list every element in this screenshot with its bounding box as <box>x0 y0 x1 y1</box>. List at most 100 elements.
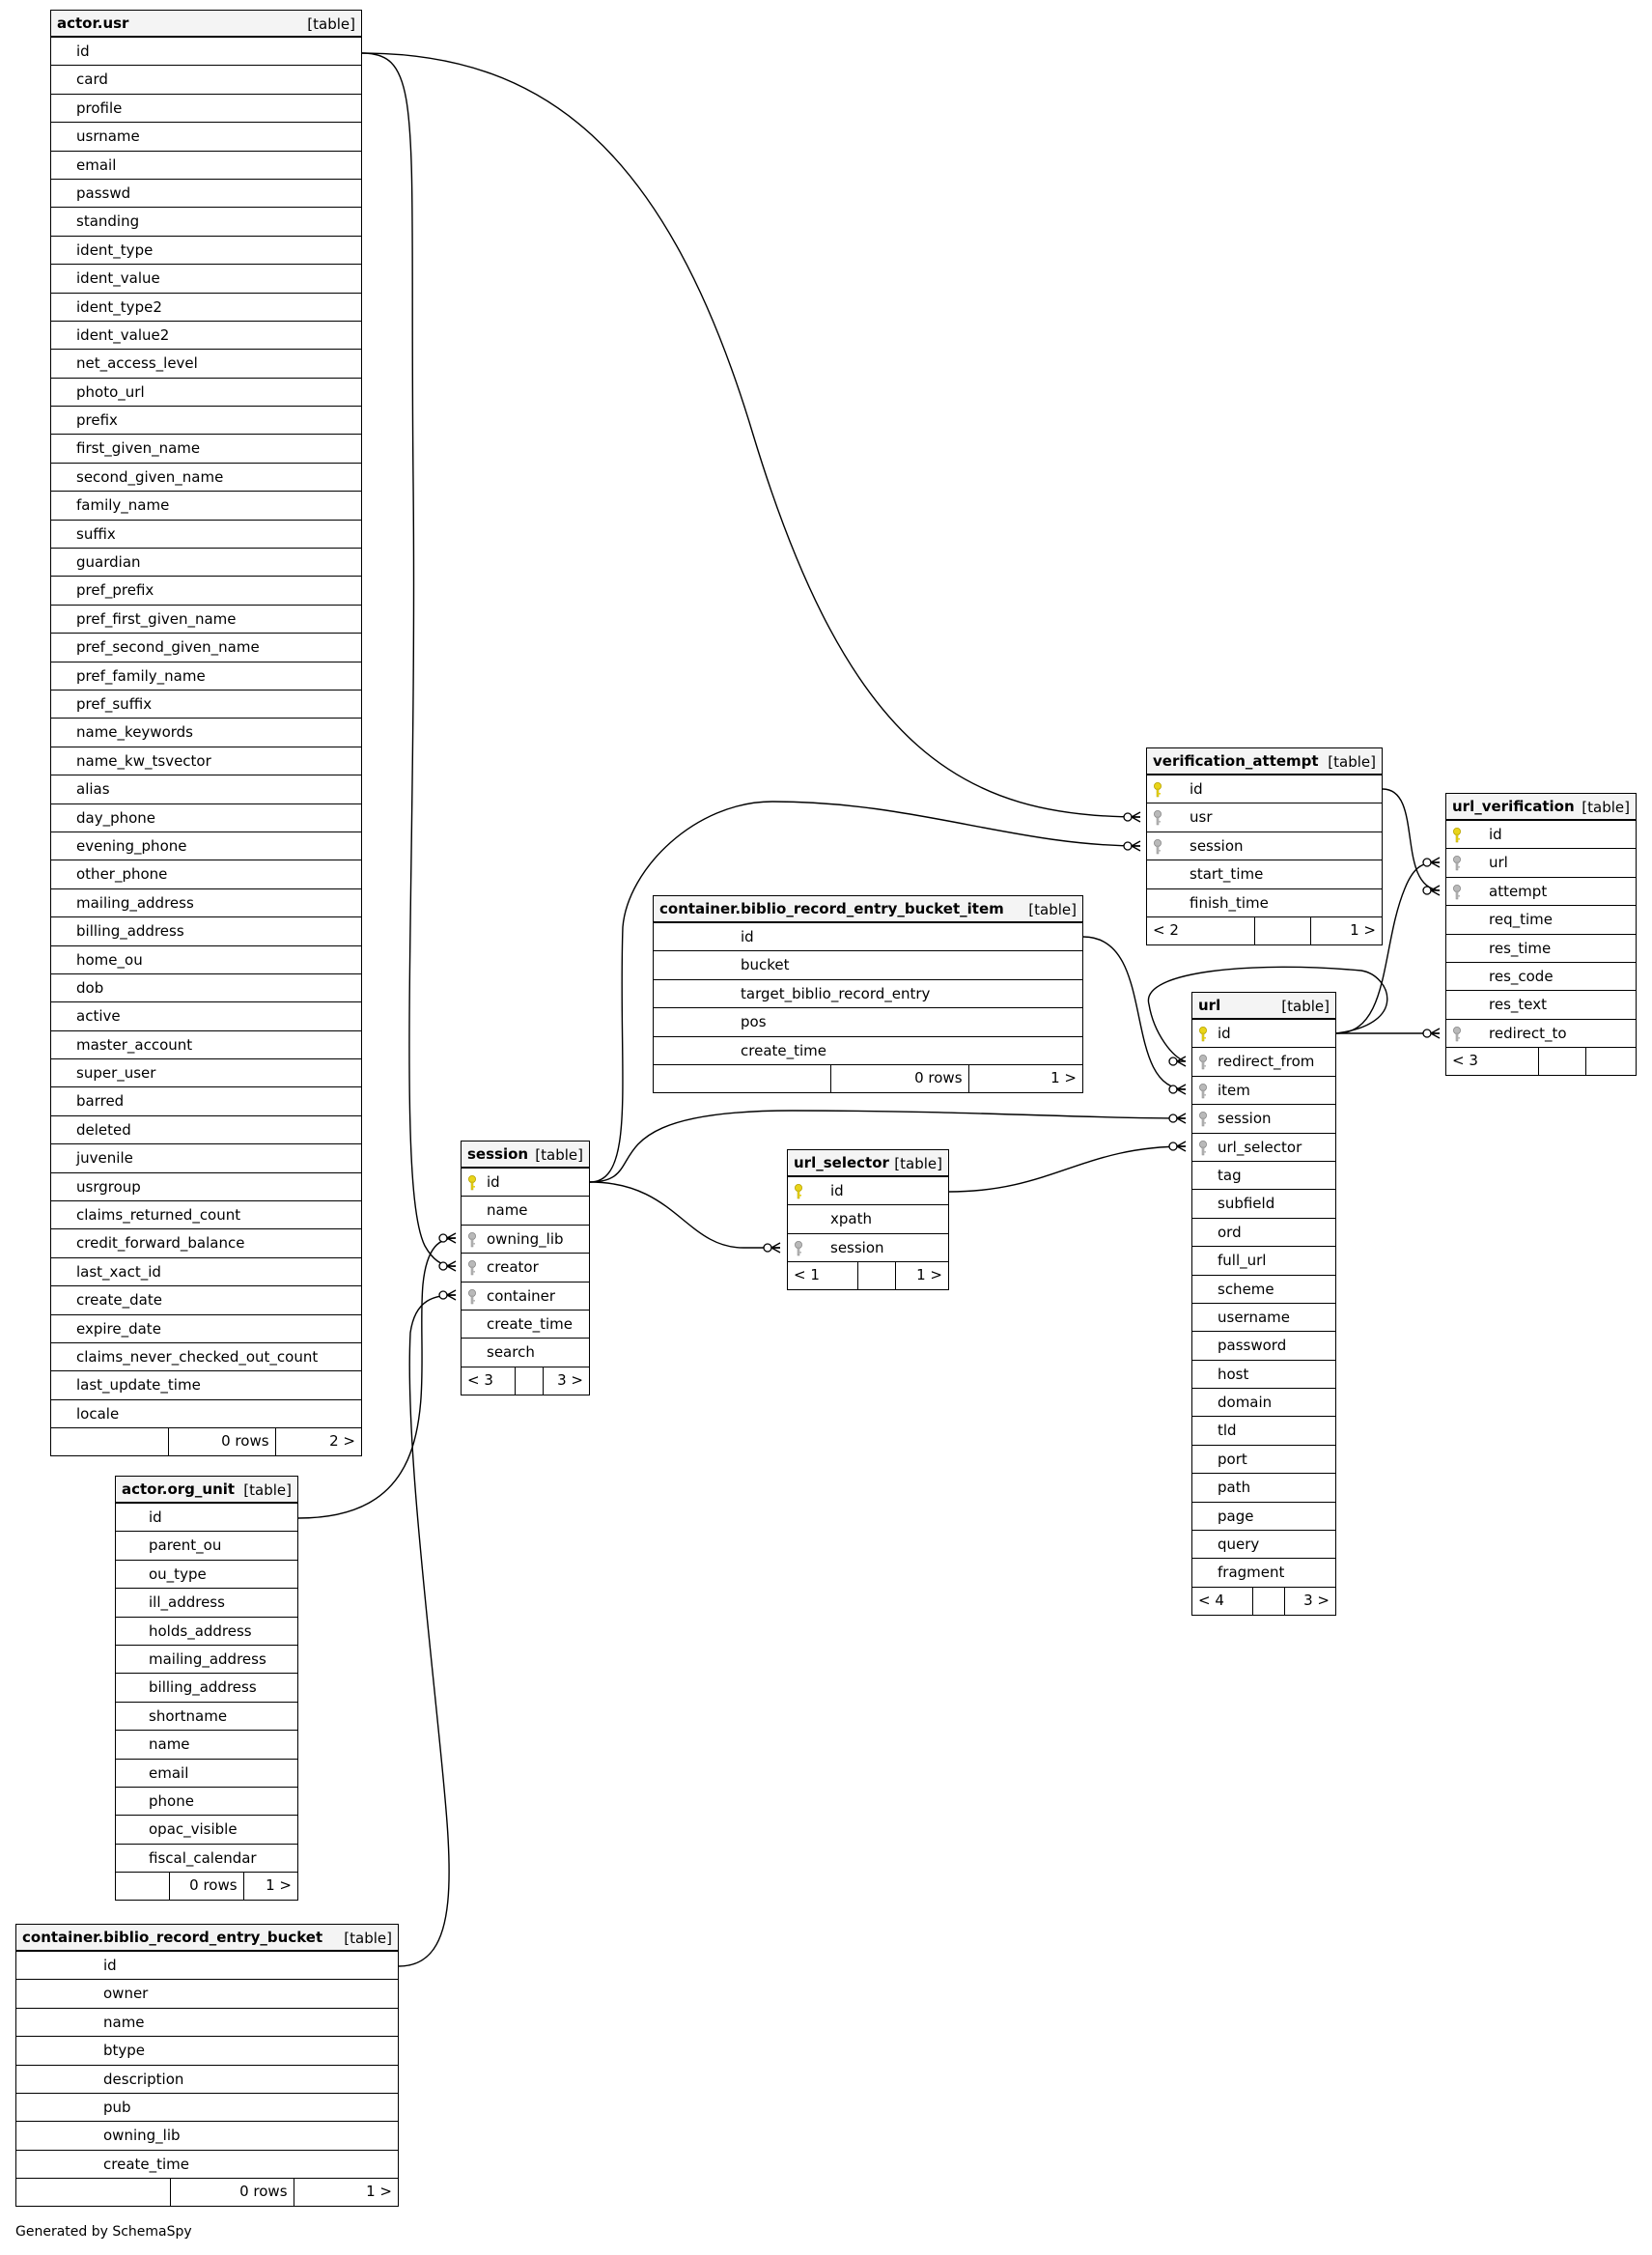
children-count[interactable]: 3 > <box>1303 1591 1330 1609</box>
column-row[interactable]: creator <box>462 1254 589 1283</box>
parents-count[interactable]: < 4 <box>1192 1587 1254 1615</box>
column-row[interactable]: usrgroup <box>51 1173 361 1202</box>
column-row[interactable]: container <box>462 1283 589 1311</box>
column-row[interactable]: super_user <box>51 1059 361 1088</box>
column-row[interactable]: name <box>116 1731 297 1760</box>
column-row[interactable]: id <box>16 1952 398 1981</box>
column-row[interactable]: id <box>654 923 1082 952</box>
column-row[interactable]: claims_returned_count <box>51 1201 361 1230</box>
column-row[interactable]: passwd <box>51 180 361 209</box>
children-count[interactable]: 1 > <box>266 1876 292 1895</box>
column-row[interactable]: url <box>1446 849 1636 878</box>
column-row[interactable]: pref_second_given_name <box>51 634 361 662</box>
column-row[interactable]: ill_address <box>116 1589 297 1618</box>
column-row[interactable]: usr <box>1147 803 1382 832</box>
table-title[interactable]: actor.org_unit <box>122 1480 236 1498</box>
column-row[interactable]: evening_phone <box>51 832 361 861</box>
column-row[interactable]: ident_value2 <box>51 322 361 351</box>
children-count[interactable]: 1 > <box>1050 1068 1077 1086</box>
column-row[interactable]: deleted <box>51 1116 361 1145</box>
column-row[interactable]: parent_ou <box>116 1532 297 1561</box>
column-row[interactable]: description <box>16 2066 398 2094</box>
parents-count[interactable]: < 3 <box>462 1367 517 1395</box>
column-row[interactable]: password <box>1192 1332 1335 1361</box>
parents-count[interactable]: < 2 <box>1147 916 1256 944</box>
table-title[interactable]: verification_attempt <box>1153 752 1319 770</box>
column-row[interactable]: dob <box>51 974 361 1003</box>
column-row[interactable]: alias <box>51 775 361 804</box>
column-row[interactable]: shortname <box>116 1703 297 1732</box>
column-row[interactable]: first_given_name <box>51 435 361 464</box>
column-row[interactable]: page <box>1192 1503 1335 1532</box>
column-row[interactable]: id <box>51 38 361 67</box>
column-row[interactable]: tag <box>1192 1162 1335 1191</box>
column-row[interactable]: id <box>462 1169 589 1198</box>
column-row[interactable]: ident_value <box>51 265 361 294</box>
column-row[interactable]: pos <box>654 1008 1082 1037</box>
column-row[interactable]: pref_suffix <box>51 691 361 719</box>
column-row[interactable]: full_url <box>1192 1247 1335 1276</box>
column-row[interactable]: email <box>116 1760 297 1788</box>
column-row[interactable]: username <box>1192 1304 1335 1333</box>
column-row[interactable]: standing <box>51 208 361 237</box>
column-row[interactable]: target_biblio_record_entry <box>654 980 1082 1009</box>
column-row[interactable]: port <box>1192 1446 1335 1475</box>
column-row[interactable]: id <box>788 1177 948 1206</box>
column-row[interactable]: last_update_time <box>51 1371 361 1400</box>
column-row[interactable]: id <box>1192 1020 1335 1049</box>
column-row[interactable]: mailing_address <box>116 1646 297 1675</box>
column-row[interactable]: locale <box>51 1400 361 1429</box>
column-row[interactable]: fiscal_calendar <box>116 1845 297 1874</box>
table-title[interactable]: container.biblio_record_entry_bucket_ite… <box>659 900 1004 917</box>
table-bucket[interactable]: container.biblio_record_entry_bucket[tab… <box>15 1924 399 2208</box>
column-row[interactable]: email <box>51 152 361 180</box>
children-count[interactable]: 1 > <box>916 1266 942 1284</box>
column-row[interactable]: redirect_to <box>1446 1020 1636 1049</box>
column-row[interactable]: billing_address <box>51 917 361 946</box>
column-row[interactable]: scheme <box>1192 1276 1335 1304</box>
column-row[interactable]: domain <box>1192 1389 1335 1418</box>
table-title[interactable]: session <box>467 1145 529 1163</box>
column-row[interactable]: ou_type <box>116 1561 297 1590</box>
column-row[interactable]: ident_type <box>51 237 361 266</box>
table-title[interactable]: container.biblio_record_entry_bucket <box>22 1929 323 1946</box>
column-row[interactable]: subfield <box>1192 1190 1335 1219</box>
table-title[interactable]: url <box>1198 997 1221 1014</box>
column-row[interactable]: search <box>462 1339 589 1367</box>
column-row[interactable]: tld <box>1192 1417 1335 1446</box>
column-row[interactable]: create_date <box>51 1286 361 1315</box>
column-row[interactable]: owning_lib <box>16 2122 398 2151</box>
column-row[interactable]: query <box>1192 1531 1335 1560</box>
column-row[interactable]: res_code <box>1446 963 1636 992</box>
table-title[interactable]: url_selector <box>794 1154 889 1171</box>
column-row[interactable]: prefix <box>51 407 361 436</box>
column-row[interactable]: owner <box>16 1980 398 2009</box>
column-row[interactable]: name_kw_tsvector <box>51 747 361 776</box>
table-title[interactable]: url_verification <box>1452 798 1575 815</box>
column-row[interactable]: name_keywords <box>51 719 361 747</box>
column-row[interactable]: pref_family_name <box>51 662 361 691</box>
table-bucket-item[interactable]: container.biblio_record_entry_bucket_ite… <box>653 895 1083 1093</box>
column-row[interactable]: other_phone <box>51 860 361 889</box>
column-row[interactable]: net_access_level <box>51 350 361 379</box>
column-row[interactable]: usrname <box>51 123 361 152</box>
column-row[interactable]: id <box>1147 775 1382 804</box>
column-row[interactable]: mailing_address <box>51 889 361 918</box>
column-row[interactable]: item <box>1192 1077 1335 1106</box>
column-row[interactable]: expire_date <box>51 1315 361 1343</box>
column-row[interactable]: host <box>1192 1361 1335 1390</box>
column-row[interactable]: guardian <box>51 549 361 578</box>
column-row[interactable]: home_ou <box>51 946 361 974</box>
column-row[interactable]: owning_lib <box>462 1226 589 1254</box>
column-row[interactable]: day_phone <box>51 804 361 832</box>
column-row[interactable]: path <box>1192 1474 1335 1503</box>
column-row[interactable]: last_xact_id <box>51 1258 361 1287</box>
column-row[interactable]: master_account <box>51 1031 361 1060</box>
